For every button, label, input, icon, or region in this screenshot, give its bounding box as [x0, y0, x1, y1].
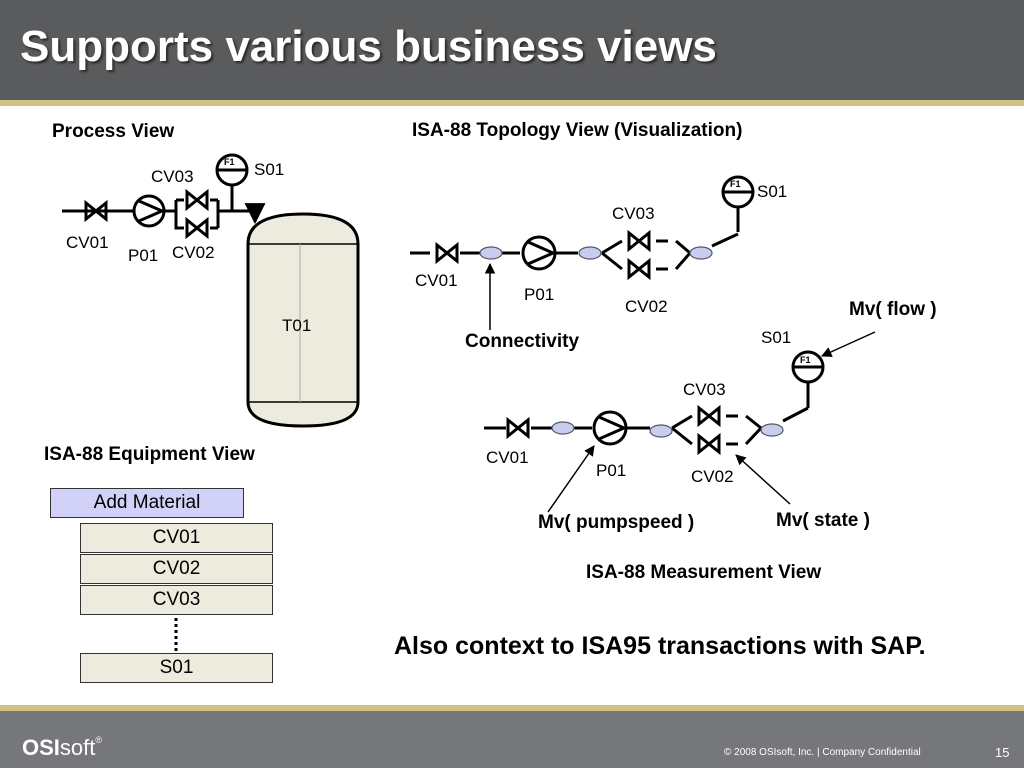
process-f1-label: F1	[224, 157, 235, 167]
valve-cv01-topology	[435, 241, 459, 265]
pumpspeed-arrow	[547, 445, 595, 513]
topology-f1-label: F1	[730, 179, 741, 189]
slide-footer	[0, 711, 1024, 768]
equipment-item-s01: S01	[80, 653, 273, 683]
page-number: 15	[995, 745, 1010, 760]
connectivity-label: Connectivity	[465, 331, 580, 352]
header-divider	[0, 100, 1024, 106]
pump-p01-topology	[521, 235, 557, 271]
topology-s01-label: S01	[757, 182, 788, 201]
equipment-item-cv03: CV03	[80, 585, 273, 615]
sensor-s01-measurement	[791, 350, 825, 384]
equipment-item-cv02: CV02	[80, 554, 273, 584]
topology-view-heading: ISA-88 Topology View (Visualization)	[412, 120, 743, 141]
process-p01-label: P01	[128, 246, 159, 265]
valve-cv03-measurement	[697, 404, 721, 428]
process-s01-label: S01	[254, 160, 285, 179]
state-arrow	[735, 454, 791, 505]
measurement-s01-label: S01	[761, 328, 792, 347]
osisoft-logo: OSIsoft®	[22, 735, 103, 760]
equipment-root-add-material: Add Material	[50, 488, 244, 518]
equipment-view-heading: ISA-88 Equipment View	[44, 444, 255, 465]
connectivity-nodes-measurement	[551, 421, 784, 438]
process-cv02-label: CV02	[172, 243, 215, 262]
valve-cv03-topology	[627, 229, 651, 253]
valve-cv02-measurement	[697, 432, 721, 456]
equipment-item-cv01: CV01	[80, 523, 273, 553]
isa95-note: Also context to ISA95 transactions with …	[394, 632, 926, 660]
valve-cv02-topology	[627, 257, 651, 281]
valve-cv01-measurement	[506, 416, 530, 440]
slide-header	[0, 0, 1024, 100]
topology-cv02-label: CV02	[625, 297, 668, 316]
measurement-f1-label: F1	[800, 355, 811, 365]
topology-view-pipes	[410, 208, 740, 271]
footer-divider	[0, 705, 1024, 711]
process-cv01-label: CV01	[66, 233, 109, 252]
measurement-cv03-label: CV03	[683, 380, 726, 399]
pump-p01-process	[132, 194, 166, 228]
copyright-text: © 2008 OSIsoft, Inc. | Company Confident…	[724, 747, 921, 758]
topology-p01-label: P01	[524, 285, 555, 304]
slide-title: Supports various business views	[20, 22, 717, 71]
measurement-cv01-label: CV01	[486, 448, 529, 467]
sensor-s01-topology	[721, 175, 755, 209]
measurement-cv02-label: CV02	[691, 467, 734, 486]
topology-cv01-label: CV01	[415, 271, 458, 290]
mv-pumpspeed-label: Mv( pumpspeed )	[538, 512, 695, 533]
process-view-pipes	[62, 186, 266, 230]
valve-cv03-process	[185, 188, 209, 212]
topology-cv03-label: CV03	[612, 204, 655, 223]
mv-state-label: Mv( state )	[776, 510, 870, 531]
tank-t01	[246, 212, 360, 428]
connectivity-nodes-topology	[479, 246, 713, 260]
sensor-s01-process	[215, 153, 249, 187]
measurement-view-pipes	[484, 383, 810, 446]
tank-t01-label: T01	[282, 316, 312, 335]
pump-p01-measurement	[592, 410, 628, 446]
flow-arrow	[821, 331, 876, 357]
process-cv03-label: CV03	[151, 167, 194, 186]
mv-flow-label: Mv( flow )	[849, 299, 937, 320]
process-view-heading: Process View	[52, 121, 175, 142]
valve-cv01-process	[84, 199, 108, 223]
measurement-view-heading: ISA-88 Measurement View	[586, 562, 822, 583]
valve-cv02-process	[185, 216, 209, 240]
measurement-p01-label: P01	[596, 461, 627, 480]
